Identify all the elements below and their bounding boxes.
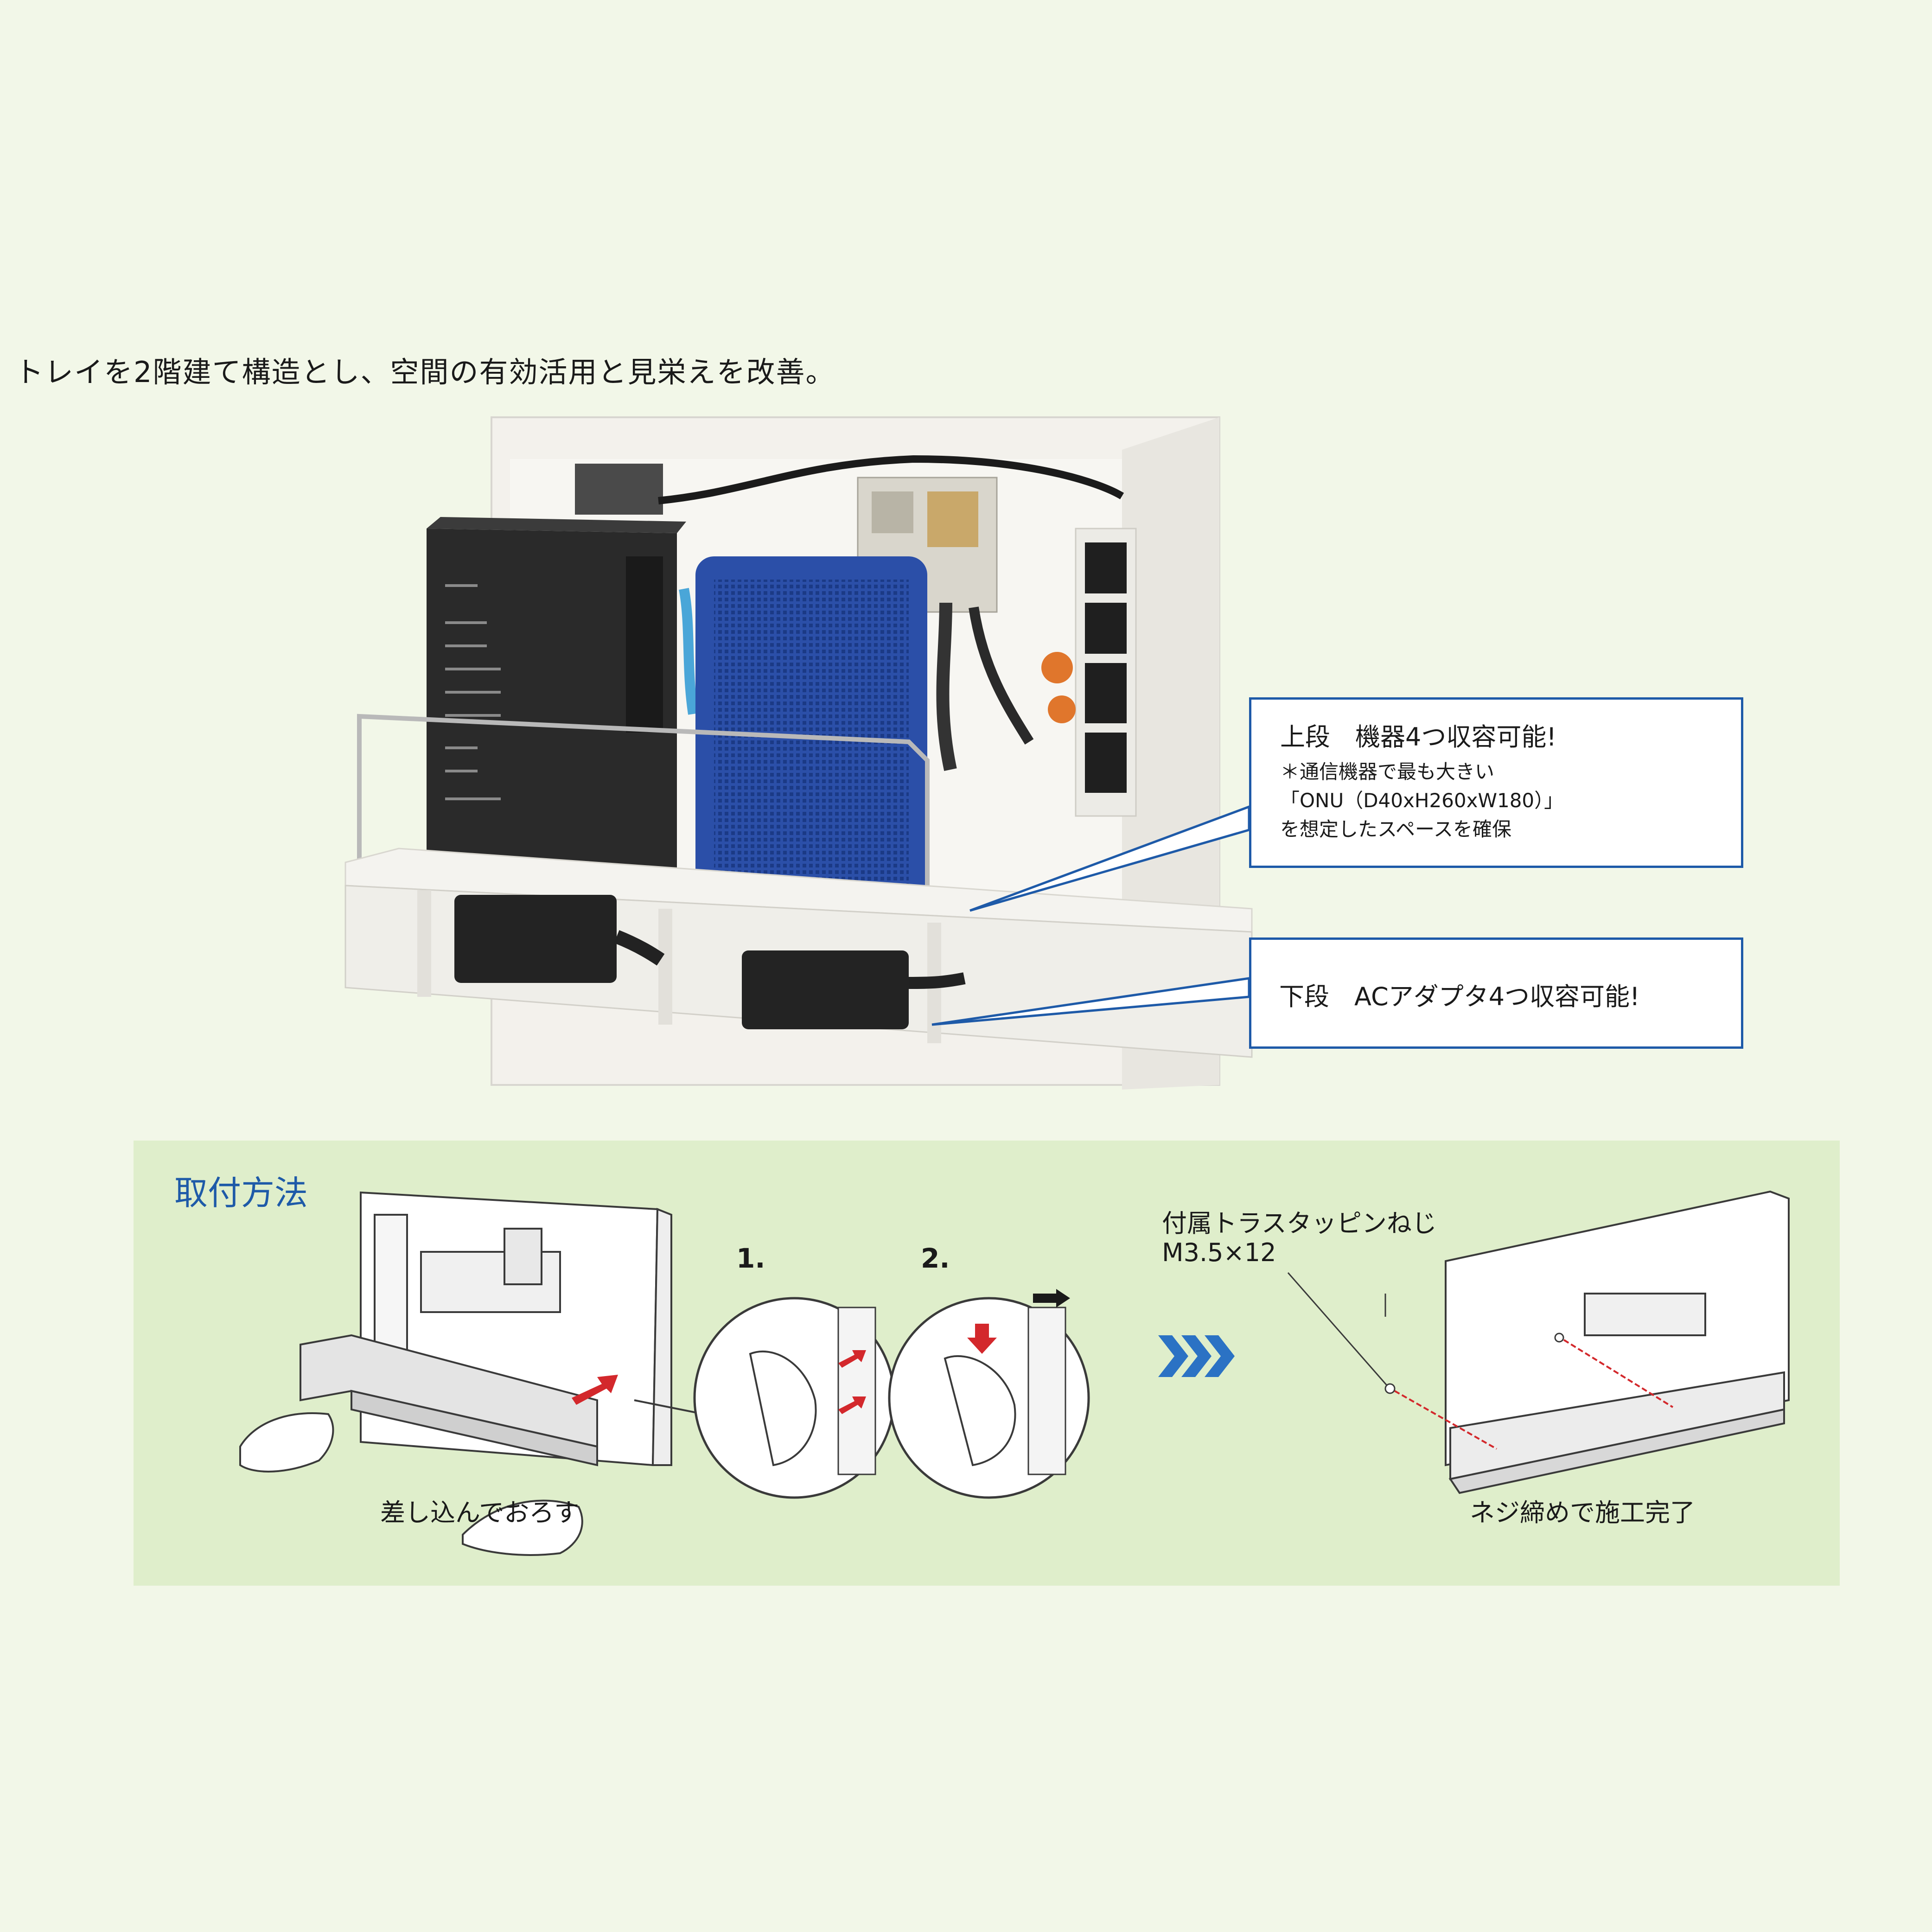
installation-panel: 取付方法 差し込んでおろす 1. 2. 付属トラスタッピンねじ M3.5×12 … xyxy=(134,1141,1840,1586)
left-hand-icon xyxy=(239,1412,334,1473)
installation-illustrations xyxy=(239,1190,1790,1556)
screw-label-line1: 付属トラスタッピンねじ xyxy=(1162,1209,1437,1238)
outlet-2 xyxy=(1085,603,1127,654)
upper-tier-note-2: 「ONU（D40xH260xW180）」 xyxy=(1280,789,1564,812)
outlet-4 xyxy=(1085,733,1127,793)
right-hand-icon xyxy=(462,1499,583,1556)
step-1-label: 1. xyxy=(736,1243,765,1274)
ac-adapter-2 xyxy=(742,950,909,1029)
tray-upper xyxy=(344,848,1253,933)
outlet-3 xyxy=(1085,663,1127,723)
callout-lower-tier: 下段 ACアダプタ4つ収容可能! xyxy=(1249,937,1743,1049)
cabinet-illustration-right xyxy=(1445,1190,1790,1494)
wire-rail xyxy=(357,714,930,937)
screw-icon xyxy=(1384,1383,1396,1394)
step1-arrow-1-icon xyxy=(838,1350,866,1368)
upper-tier-note-3: を想定したスペースを確保 xyxy=(1280,818,1511,841)
upper-tier-note-1: ＊通信機器で最も大きい xyxy=(1280,760,1495,783)
installation-title: 取付方法 xyxy=(174,1173,308,1212)
lower-tier-title: 下段 ACアダプタ4つ収容可能! xyxy=(1279,982,1640,1011)
outlet-1 xyxy=(1085,542,1127,593)
insert-arrow-icon xyxy=(572,1375,618,1405)
completion-caption: ネジ締めで施工完了 xyxy=(1470,1498,1695,1527)
tray-illustration-left xyxy=(300,1334,598,1467)
step2-down-arrow-icon xyxy=(967,1324,997,1354)
ac-adapter-1 xyxy=(454,895,617,983)
top-cable xyxy=(658,455,1124,504)
upper-tier-title: 上段 機器4つ収容可能! xyxy=(1280,722,1557,752)
step-insert-caption: 差し込んでおろす xyxy=(380,1498,580,1527)
step1-arrow-2-icon xyxy=(838,1396,866,1414)
product-photo xyxy=(344,416,1253,1090)
headline: トレイを2階建て構造とし、空間の有効活用と見栄えを改善。 xyxy=(15,355,835,389)
router-black xyxy=(427,529,677,899)
callout-upper-tier: 上段 機器4つ収容可能! ＊通信機器で最も大きい 「ONU（D40xH260xW… xyxy=(1249,697,1743,868)
lan-jacks xyxy=(575,464,663,515)
step-2-label: 2. xyxy=(921,1243,950,1274)
progress-chevrons-icon xyxy=(1158,1335,1235,1377)
step2-black-arrow-icon xyxy=(1033,1289,1070,1307)
screw-label-line2: M3.5×12 xyxy=(1162,1238,1276,1267)
